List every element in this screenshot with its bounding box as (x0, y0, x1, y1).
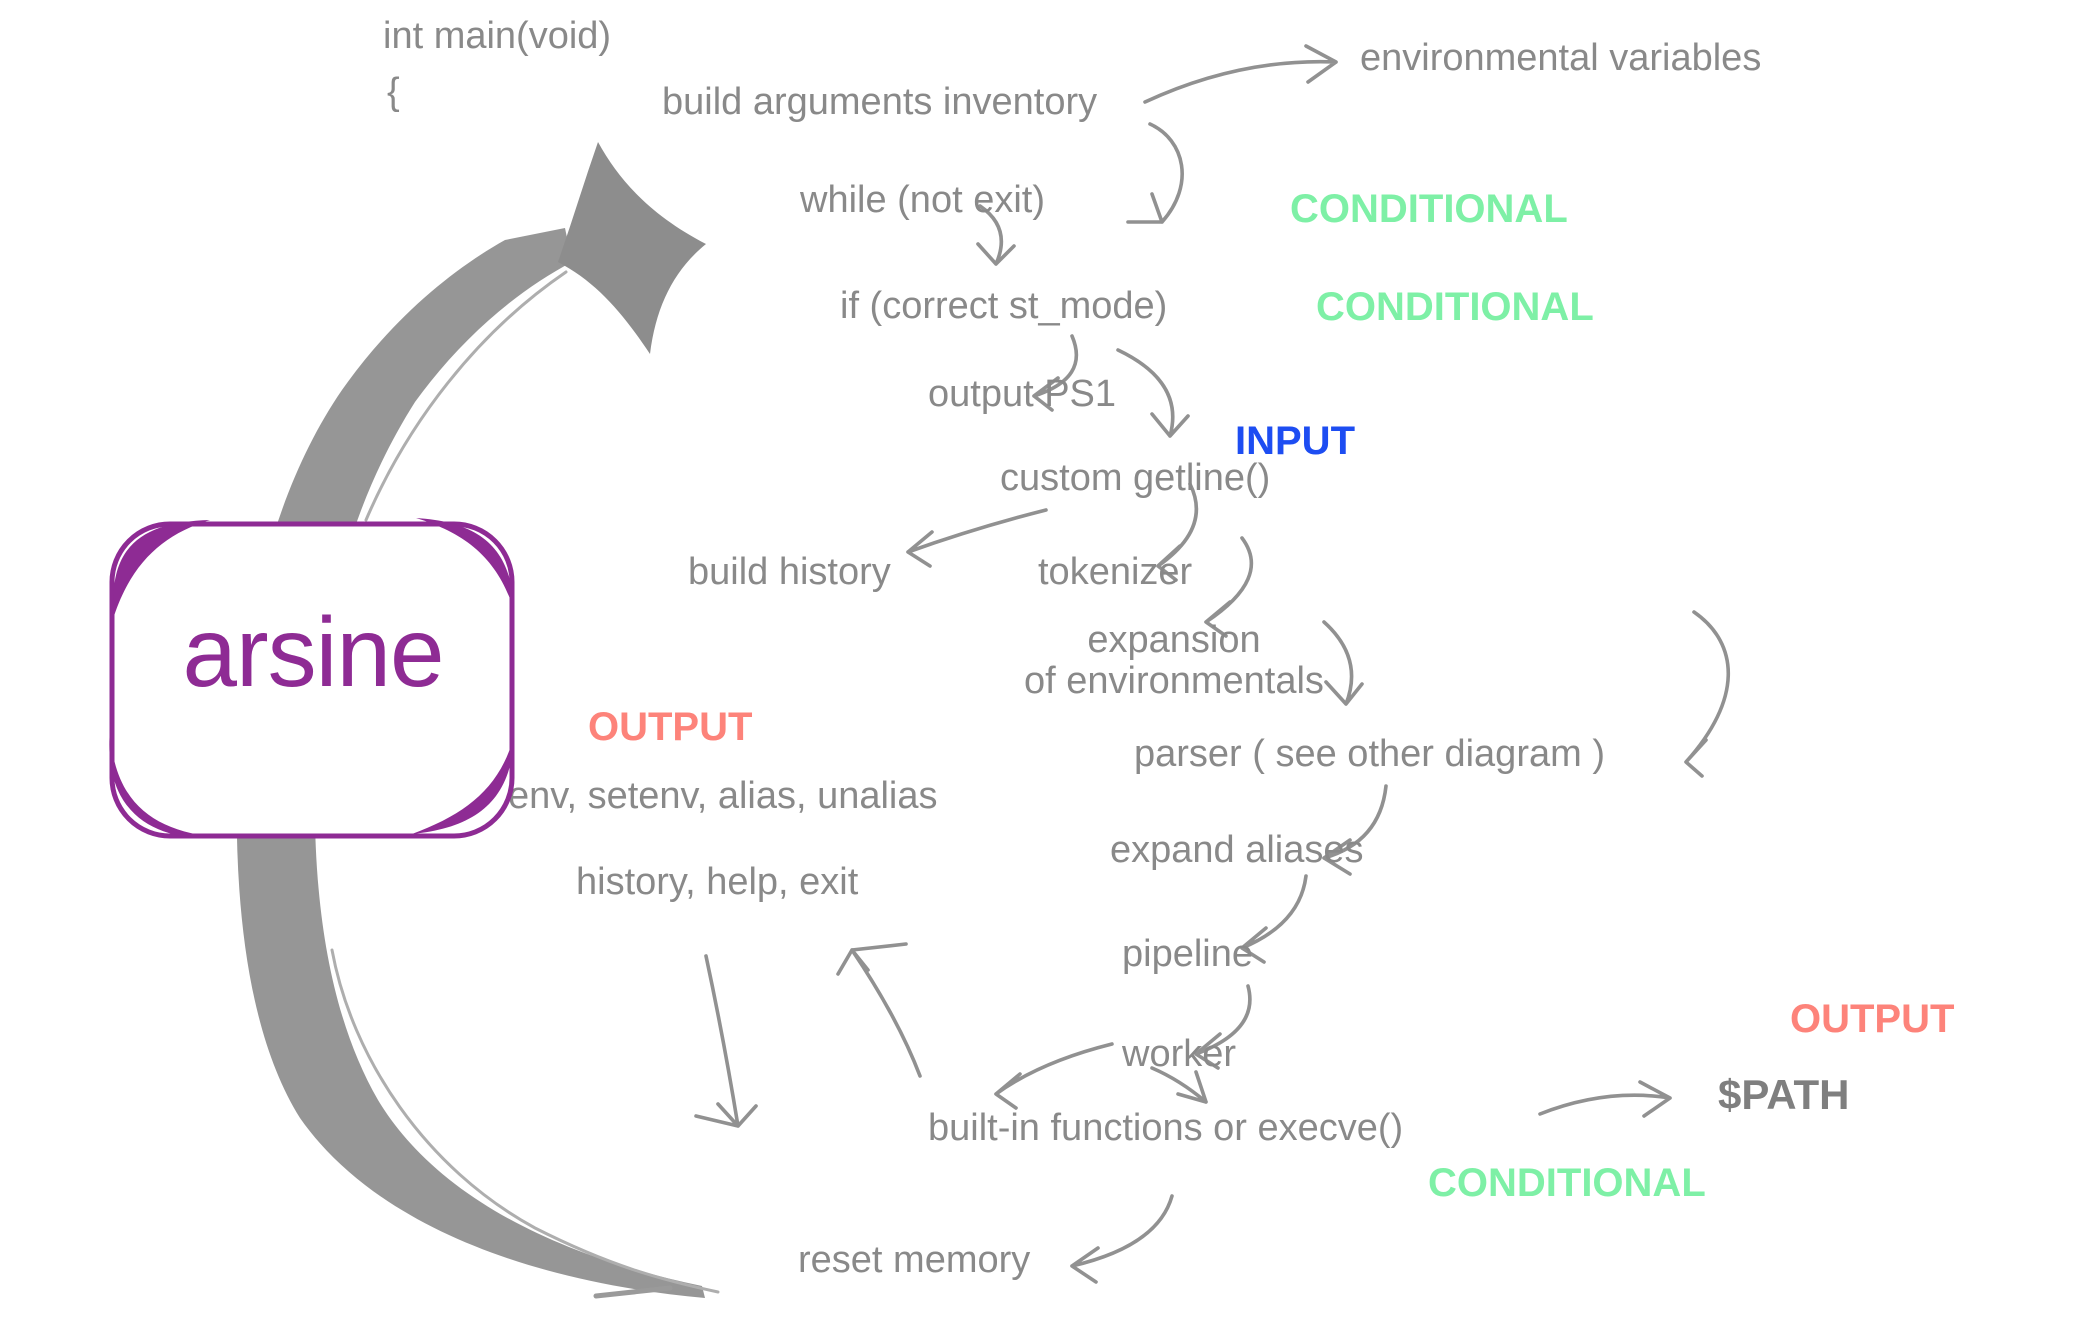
loop-arrow-line-bottom (330, 948, 720, 1294)
input-label: INPUT (1235, 419, 1355, 463)
arrow-parser-to-expand-aliases (1322, 784, 1388, 876)
arrow-while-to-if (976, 204, 1016, 266)
output-builtins-label: OUTPUT (588, 705, 753, 749)
int-main: int main(void) (383, 15, 612, 57)
logo-frame-icon (109, 518, 515, 839)
logo-corner-stroke-icon (416, 518, 514, 610)
arrow-expansion-to-parser (1322, 620, 1364, 706)
loop-arrow-head-icon (558, 142, 706, 354)
arrow-build-args-to-while (1126, 122, 1184, 224)
arsine-logo: arsine (98, 508, 528, 853)
open-brace: { (387, 71, 400, 113)
custom-getline: custom getline() (1000, 457, 1271, 499)
arrow-expand-aliases-to-pipeline (1240, 874, 1308, 964)
arrow-tokenizer-to-expansion (1204, 536, 1254, 638)
while-not-exit: while (not exit) (800, 179, 1045, 221)
environmental-variables: environmental variables (1360, 37, 1762, 79)
built-in-functions-or-execve: built-in functions or execve() (928, 1107, 1404, 1149)
loop-arrow-shaft-icon (236, 228, 705, 1298)
arrow-build-args-to-env-vars (1143, 44, 1338, 104)
env-setenv-alias-unalias: env, setenv, alias, unalias (508, 775, 938, 817)
main-loop-arrow (236, 142, 720, 1299)
reset-memory: reset memory (798, 1239, 1031, 1281)
history-help-exit: history, help, exit (576, 861, 859, 903)
arrow-worker-to-builtin (1150, 1066, 1208, 1104)
arrow-builtin-to-reset-memory (1070, 1194, 1174, 1284)
loop-arrow-tail-dash (593, 1285, 673, 1299)
conditional-3: CONDITIONAL (1428, 1161, 1706, 1205)
build-history: build history (688, 551, 891, 593)
parser-see-other-diagram: parser ( see other diagram ) (1134, 733, 1605, 775)
arrow-builtin-to-path (1538, 1080, 1672, 1118)
logo-corner-stroke-icon (113, 520, 210, 616)
output-path-label: OUTPUT (1790, 997, 1955, 1041)
pipeline: pipeline (1122, 933, 1253, 975)
logo-text: arsine (182, 597, 445, 707)
loop-arrow-line-top (364, 270, 568, 522)
arrow-to-custom-getline (1116, 348, 1190, 438)
build-arguments-inventory: build arguments inventory (662, 81, 1098, 123)
expand-aliases: expand aliases (1110, 829, 1364, 871)
flow-arrows (694, 44, 1731, 1284)
logo-corner-stroke-icon (412, 736, 514, 834)
arrow-pipeline-to-worker (1194, 984, 1252, 1070)
path-variable: $PATH (1718, 1071, 1850, 1118)
arrow-input-to-parser (1684, 610, 1731, 778)
logo-corner-stroke-icon (109, 730, 222, 839)
arrow-history-help-down (694, 954, 758, 1128)
output-ps1: output PS1 (928, 373, 1117, 415)
arrow-custom-getline-to-build-history (906, 508, 1048, 568)
expansion-of-environmentals: expansion of environmentals (1024, 619, 1324, 703)
arrow-custom-getline-to-tokenizer (1156, 482, 1199, 582)
arrow-worker-to-builtin-left (994, 1042, 1114, 1110)
worker: worker (1122, 1033, 1237, 1075)
if-correct-st-mode: if (correct st_mode) (840, 285, 1168, 327)
conditional-1: CONDITIONAL (1290, 187, 1568, 231)
arrow-if-to-output-ps1 (1032, 334, 1079, 412)
tokenizer: tokenizer (1038, 551, 1193, 593)
arrow-builtin-to-history-help (836, 942, 922, 1078)
conditional-2: CONDITIONAL (1316, 285, 1594, 329)
